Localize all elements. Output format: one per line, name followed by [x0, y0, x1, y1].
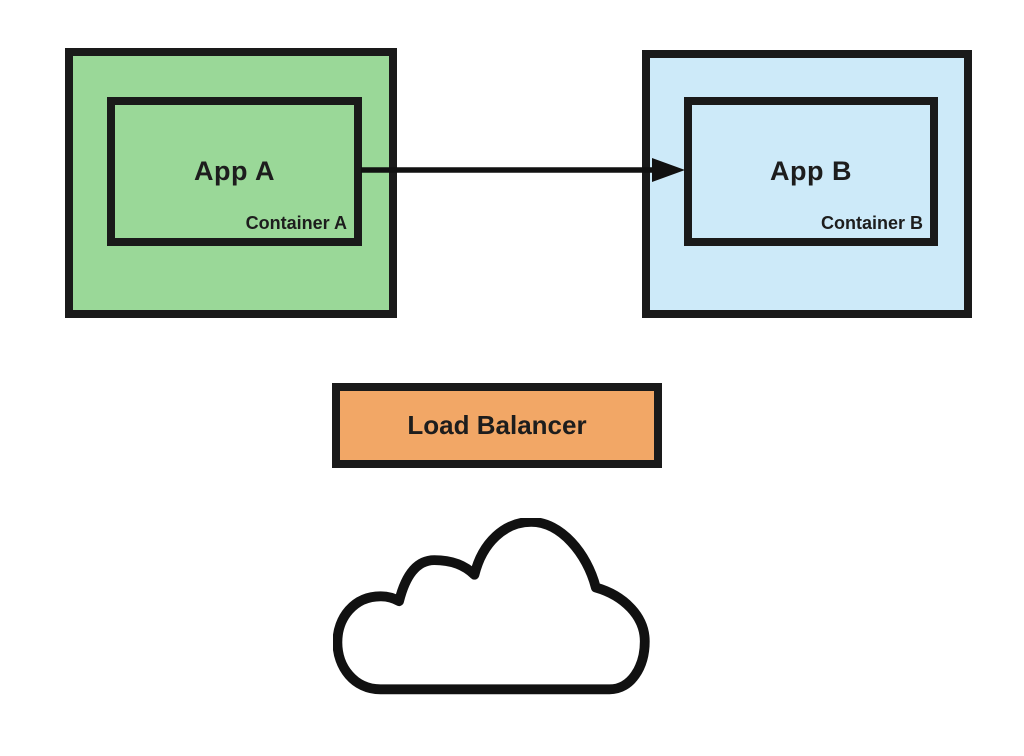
container-b-label: Container B [820, 213, 923, 233]
arrow-app-a-to-app-b [361, 158, 685, 182]
load-balancer-label: Load Balancer [407, 410, 587, 440]
node-app-a: App A Container A [107, 97, 362, 246]
app-b-label: App B [770, 156, 852, 186]
node-container-b: App B Container B [642, 50, 972, 318]
app-a-label: App A [194, 156, 275, 186]
node-load-balancer: Load Balancer [332, 383, 662, 468]
container-a-label: Container A [245, 213, 347, 233]
node-container-a: App A Container A [65, 48, 397, 318]
node-app-b: App B Container B [684, 97, 938, 246]
cloud-icon [333, 518, 650, 695]
